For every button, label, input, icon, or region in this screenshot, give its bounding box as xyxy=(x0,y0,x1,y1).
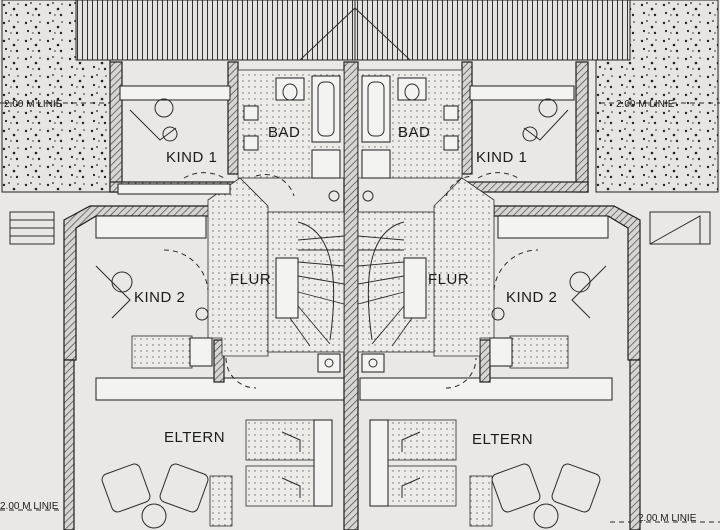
bed-kind1-left xyxy=(117,85,231,195)
armchairs-left xyxy=(101,463,209,529)
bed-eltern-right xyxy=(369,419,457,507)
walls-right-house xyxy=(359,61,641,530)
room-label-flur-left: FLUR xyxy=(230,271,271,288)
bed-kind2-right xyxy=(489,265,607,369)
setback-label-left: 2.00 M LINIE xyxy=(4,99,63,110)
armchairs-right xyxy=(491,463,601,529)
room-label-bad-right: BAD xyxy=(398,124,430,141)
stair-window-left xyxy=(9,211,55,245)
hall-floor-right-a xyxy=(433,177,495,357)
roof-top xyxy=(75,0,631,61)
room-label-eltern-left: ELTERN xyxy=(164,429,225,446)
room-label-flur-right: FLUR xyxy=(428,271,469,288)
bathroom-fixtures-left xyxy=(243,75,341,202)
room-label-kind2-left: KIND 2 xyxy=(134,289,185,306)
room-label-kind1-right: KIND 1 xyxy=(476,149,527,166)
bed-kind1-right xyxy=(469,85,575,142)
stairs-right xyxy=(357,221,427,347)
room-label-eltern-right: ELTERN xyxy=(472,431,533,448)
chimney-left xyxy=(317,353,341,373)
room-label-kind2-right: KIND 2 xyxy=(506,289,557,306)
bathroom-fixtures-right xyxy=(361,75,459,202)
setback-label-bottom-left: 2.00 M LINIE xyxy=(0,501,59,512)
room-label-kind1-left: KIND 1 xyxy=(166,149,217,166)
stairs-left xyxy=(275,221,345,347)
door-swings xyxy=(163,172,539,389)
setback-label-bottom-right: 2.00 M LINIE xyxy=(638,513,697,524)
party-wall xyxy=(343,61,359,530)
chimney-right xyxy=(361,353,385,373)
bed-kind2-left xyxy=(95,265,213,369)
wardrobe-left xyxy=(209,475,233,527)
wardrobe-right xyxy=(469,475,493,527)
hall-floor-left-a xyxy=(207,177,269,357)
setback-label-right: 2.00 M LINIE xyxy=(616,99,675,110)
room-label-bad-left: BAD xyxy=(268,124,300,141)
stair-window-right xyxy=(649,211,711,245)
bed-eltern-left xyxy=(245,419,333,507)
